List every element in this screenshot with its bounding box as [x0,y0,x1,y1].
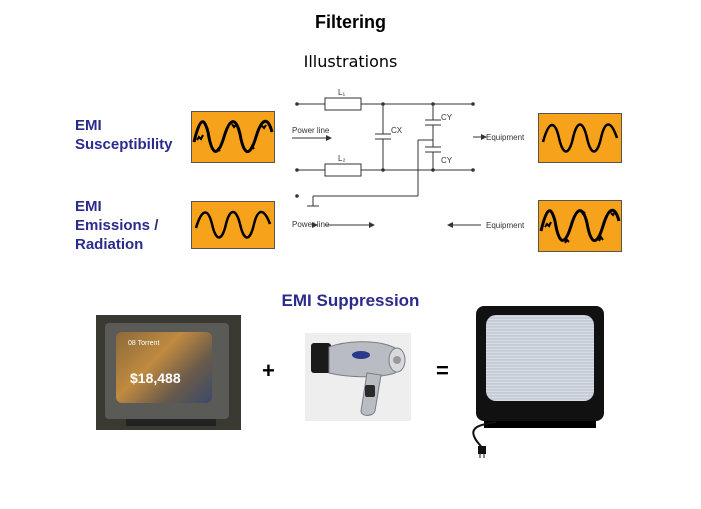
capacitor-cx-label: CX [391,126,403,135]
static-screen [486,315,594,401]
page-subtitle: Illustrations [303,52,398,71]
noisy-waveform-left [191,111,275,163]
tv-picture-screen: 08 Torrent $18,488 [116,332,212,403]
emi-suppression-title: EMI Suppression [281,291,420,310]
inductor-l1-label: L₁ [338,88,346,97]
power-line-out-label: Power line [292,220,330,229]
clean-waveform-right [538,113,622,163]
plus-sign: + [262,358,275,383]
tv-with-static [476,306,604,428]
hair-dryer-image [305,333,411,421]
clean-waveform-left [191,201,275,249]
tv-with-picture: 08 Torrent $18,488 [96,315,241,430]
inductor-l2-label: L₂ [338,154,346,163]
capacitor-cy-bottom-label: CY [441,156,453,165]
page-title: Filtering [315,12,386,32]
power-cord-icon [472,421,497,458]
equipment-top-label: Equipment [486,133,525,142]
power-line-in-arrow [292,135,332,141]
emi-susceptibility-label: EMI Susceptibility [75,117,173,153]
tv-channel-text: 08 Torrent [128,340,160,347]
capacitor-cy-top-label: CY [441,113,453,122]
power-line-in-label: Power line [292,126,330,135]
equals-sign: = [436,358,449,383]
emi-filter-circuit [295,97,487,228]
noisy-waveform-right [538,200,622,252]
tv-price-text: $18,488 [130,370,181,386]
equipment-bottom-label: Equipment [486,221,525,230]
emi-emissions-label: EMI Emissions / Radiation [75,198,159,253]
